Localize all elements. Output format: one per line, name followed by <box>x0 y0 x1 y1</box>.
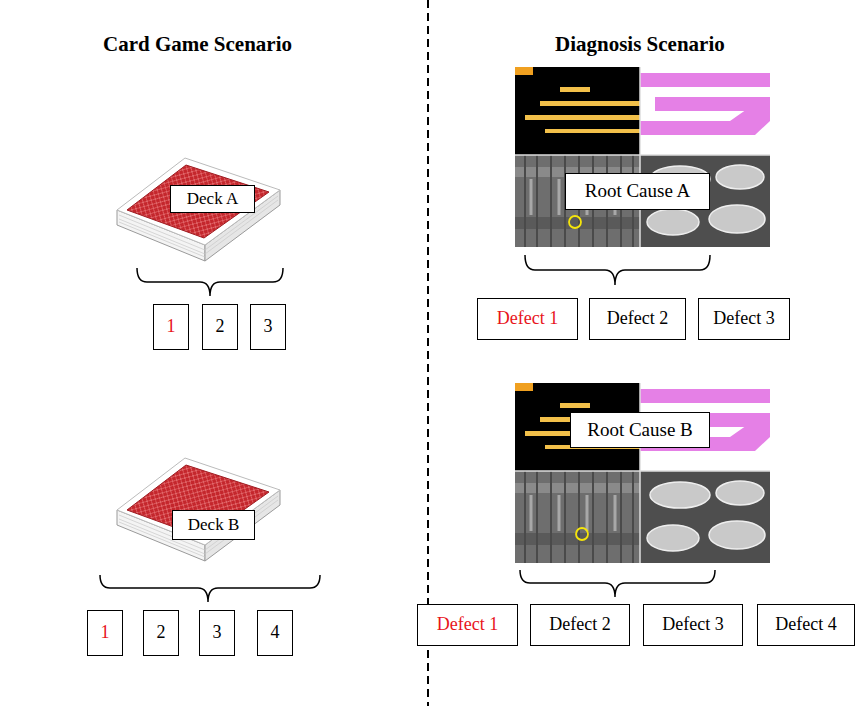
box-text: 2 <box>157 623 166 643</box>
card-box: 3 <box>250 304 286 350</box>
box-text: 2 <box>216 317 225 337</box>
root-cause-label: Root Cause B <box>570 412 710 448</box>
defect-box: Defect 2 <box>530 604 630 646</box>
deck-label: Deck B <box>172 510 255 540</box>
card-box: 3 <box>199 610 235 656</box>
defect-circle <box>569 216 581 228</box>
box-text: Deck B <box>188 516 239 535</box>
box-text: Defect 4 <box>775 615 836 635</box>
box-text: Defect 2 <box>549 615 610 635</box>
defect-box: Defect 3 <box>643 604 743 646</box>
chip-image <box>515 383 770 563</box>
root-cause-label: Root Cause A <box>565 173 710 210</box>
brace <box>100 255 715 602</box>
card-box: 2 <box>202 304 238 350</box>
card-box: 2 <box>143 610 179 656</box>
card-box: 4 <box>257 610 293 656</box>
box-text: Deck A <box>187 190 238 209</box>
deck-label: Deck A <box>170 185 255 213</box>
defect-box: Defect 2 <box>589 298 686 340</box>
box-text: Defect 2 <box>607 309 668 329</box>
defect-box: Defect 3 <box>698 298 790 340</box>
card-deck-image <box>117 458 280 561</box>
card-box: 1 <box>153 304 189 350</box>
defect-box: Defect 1 <box>417 604 518 646</box>
box-text: Defect 1 <box>437 615 498 635</box>
box-text: Defect 3 <box>713 309 774 329</box>
chip-image <box>515 67 770 247</box>
box-text: 1 <box>101 623 110 643</box>
divider-line <box>427 0 429 706</box>
box-text: Defect 1 <box>497 309 558 329</box>
defect-box: Defect 4 <box>757 604 855 646</box>
box-text: 3 <box>264 317 273 337</box>
box-text: Root Cause B <box>587 420 693 441</box>
scenario-heading: Diagnosis Scenario <box>555 32 725 57</box>
box-text: 3 <box>213 623 222 643</box>
defect-box: Defect 1 <box>477 298 578 340</box>
card-box: 1 <box>87 610 123 656</box>
card-deck-image <box>117 158 280 261</box>
defect-circle <box>576 528 588 540</box>
scenario-heading: Card Game Scenario <box>103 32 292 57</box>
box-text: 4 <box>271 623 280 643</box>
box-text: Defect 3 <box>662 615 723 635</box>
box-text: 1 <box>167 317 176 337</box>
box-text: Root Cause A <box>585 181 691 202</box>
